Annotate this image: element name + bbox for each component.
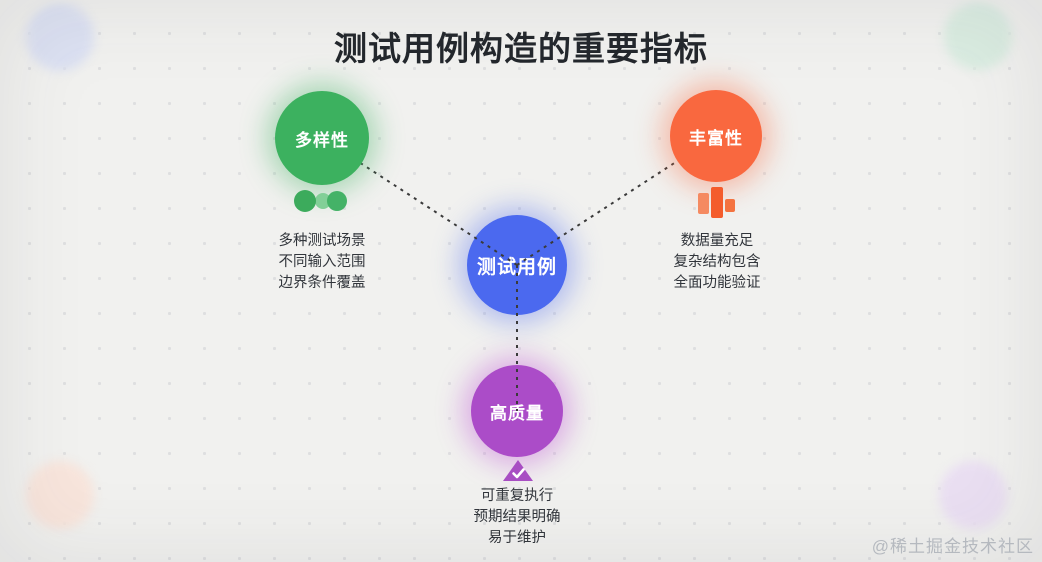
decorative-blob-top-left xyxy=(26,3,94,71)
page-title: 测试用例构造的重要指标 xyxy=(334,30,708,67)
detail-line: 边界条件覆盖 xyxy=(278,275,366,291)
detail-line: 数据量充足 xyxy=(680,233,754,249)
node-richness-circle: 丰富性 xyxy=(670,90,762,182)
detail-line: 易于维护 xyxy=(488,530,546,546)
decorative-blob-bottom-right xyxy=(939,461,1007,529)
diversity-details: 多种测试场景 不同输入范围 边界条件覆盖 xyxy=(237,231,407,294)
bar-chart-icon xyxy=(698,187,738,219)
dot-mid xyxy=(327,191,347,211)
detail-line: 预期结果明确 xyxy=(473,509,561,525)
node-richness-label: 丰富性 xyxy=(689,128,743,148)
bar-left xyxy=(698,193,709,214)
check-triangle-icon xyxy=(503,460,533,481)
detail-line: 可重复执行 xyxy=(480,488,554,504)
node-diversity-circle: 多样性 xyxy=(275,91,369,185)
detail-line: 复杂结构包含 xyxy=(673,254,761,270)
node-diversity-label: 多样性 xyxy=(295,130,349,150)
decorative-blob-top-right xyxy=(944,2,1012,70)
node-quality-label: 高质量 xyxy=(490,403,544,423)
bar-mid xyxy=(711,187,723,218)
watermark: @稀土掘金技术社区 xyxy=(871,537,1034,556)
bar-right xyxy=(725,199,735,212)
dots-icon xyxy=(294,190,347,212)
detail-line: 多种测试场景 xyxy=(278,233,366,249)
richness-details: 数据量充足 复杂结构包含 全面功能验证 xyxy=(632,231,802,294)
detail-line: 全面功能验证 xyxy=(673,275,761,291)
decorative-blob-bottom-left xyxy=(26,461,94,529)
dot-big xyxy=(294,190,316,212)
quality-details: 可重复执行 预期结果明确 易于维护 xyxy=(432,486,602,549)
detail-line: 不同输入范围 xyxy=(278,254,366,270)
